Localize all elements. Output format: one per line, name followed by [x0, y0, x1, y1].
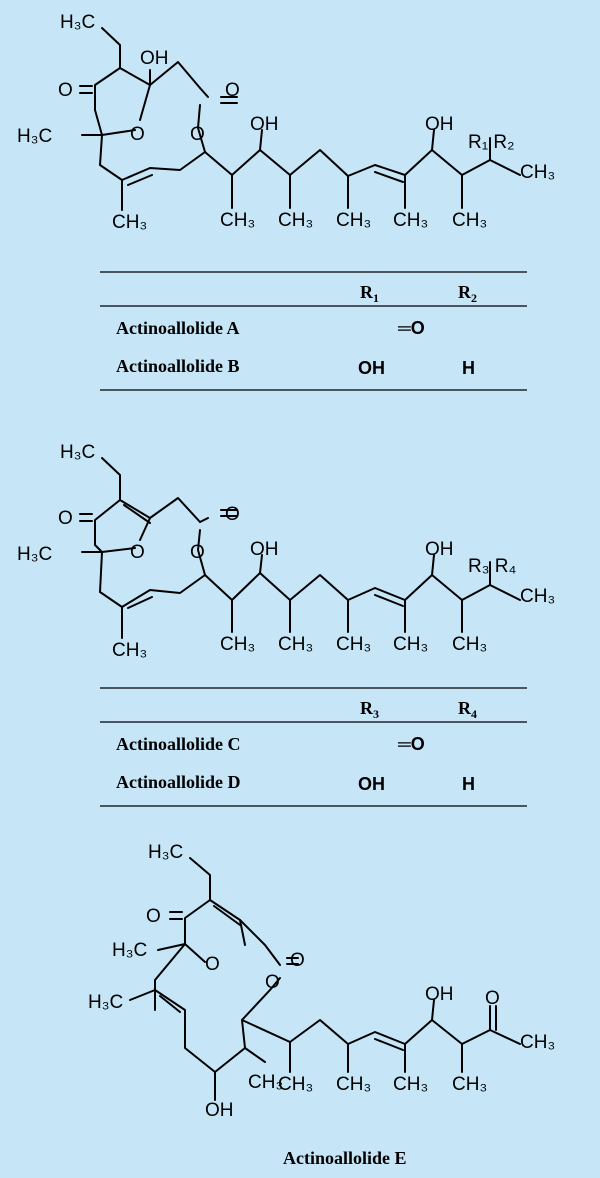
ab-h3c-top: H₃C — [60, 12, 95, 33]
caption-actinoallolide-e: Actinoallolide E — [283, 1148, 407, 1168]
e-ketone-o: O — [146, 906, 161, 927]
cd-ketone-o: O — [58, 508, 73, 529]
ab-lactone-o-dbl: O — [225, 80, 240, 101]
table2-row-d-r3: OH — [358, 774, 385, 794]
structure-cd — [79, 457, 521, 639]
cd-ch3-c: CH₃ — [336, 634, 371, 655]
cd-ch3-b: CH₃ — [278, 634, 313, 655]
cd-h3c-top: H₃C — [60, 442, 95, 463]
e-h3c-mid: H₃C — [88, 992, 123, 1013]
cd-r3r4: R₃ R₄ — [468, 556, 516, 577]
table1-row-b-r2: H — [462, 358, 475, 378]
cd-h3c-left: H₃C — [17, 544, 52, 565]
table2-row-d-r4: H — [462, 774, 475, 794]
e-h3c-top: H₃C — [148, 842, 183, 863]
cd-ch3-ring: CH₃ — [112, 640, 147, 661]
e-ch3-ring: CH₃ — [248, 1072, 283, 1093]
ab-oh-1: OH — [250, 114, 279, 135]
cd-ch3-a: CH₃ — [220, 634, 255, 655]
ab-lactone-o: O — [190, 124, 205, 145]
ab-ch3-d: CH₃ — [393, 210, 428, 231]
e-ketone-o2: O — [485, 988, 500, 1009]
cd-oh-2: OH — [425, 539, 454, 560]
table2-row-c-name: Actinoallolide C — [116, 734, 241, 754]
e-ring-o: O — [205, 954, 220, 975]
cd-oh-1: OH — [250, 539, 279, 560]
ab-ch3-c: CH₃ — [336, 210, 371, 231]
ab-r1r2: R₁ R₂ — [468, 132, 515, 153]
e-oh-bottom: OH — [205, 1100, 234, 1121]
e-ch3-b: CH₃ — [336, 1074, 371, 1095]
e-oh-1: OH — [425, 984, 454, 1005]
table1-head-r2: R2 — [458, 282, 477, 305]
table1-head-r1: R1 — [360, 282, 379, 305]
table2-head-r4: R4 — [458, 698, 477, 721]
ab-oh-2: OH — [425, 114, 454, 135]
ab-ch3-end: CH₃ — [520, 162, 555, 183]
cd-ch3-e: CH₃ — [452, 634, 487, 655]
ab-oh-top: OH — [140, 48, 169, 69]
structure-ab — [79, 27, 521, 211]
cd-lactone-o-dbl: O — [225, 504, 240, 525]
table2-row-d-name: Actinoallolide D — [116, 772, 241, 792]
cd-ch3-end: CH₃ — [520, 586, 555, 607]
e-ch3-c: CH₃ — [393, 1074, 428, 1095]
structure-e — [129, 857, 521, 1101]
e-lactone-o: O — [265, 972, 280, 993]
table2-head-r3: R3 — [360, 698, 379, 721]
cd-lactone-o: O — [190, 542, 205, 563]
ab-ch3-b: CH₃ — [278, 210, 313, 231]
ab-ch3-ring: CH₃ — [112, 212, 147, 233]
ab-ch3-e: CH₃ — [452, 210, 487, 231]
cd-ch3-d: CH₃ — [393, 634, 428, 655]
table1-row-b-r1: OH — [358, 358, 385, 378]
ab-ketone-o: O — [58, 80, 73, 101]
e-ch3-end: CH₃ — [520, 1032, 555, 1053]
e-h3c-left: H₃C — [112, 940, 147, 961]
ab-ch3-a: CH₃ — [220, 210, 255, 231]
table1-row-a-merged: ═O — [397, 318, 425, 338]
ab-h3c-left: H₃C — [17, 126, 52, 147]
e-lactone-o-dbl: O — [290, 950, 305, 971]
cd-ring-o: O — [130, 542, 145, 563]
e-ch3-d: CH₃ — [452, 1074, 487, 1095]
ab-ring-o: O — [130, 124, 145, 145]
e-ch3-a: CH₃ — [278, 1074, 313, 1095]
table1-row-b-name: Actinoallolide B — [116, 356, 240, 376]
table2-row-c-merged: ═O — [397, 734, 425, 754]
table1-row-a-name: Actinoallolide A — [116, 318, 240, 338]
